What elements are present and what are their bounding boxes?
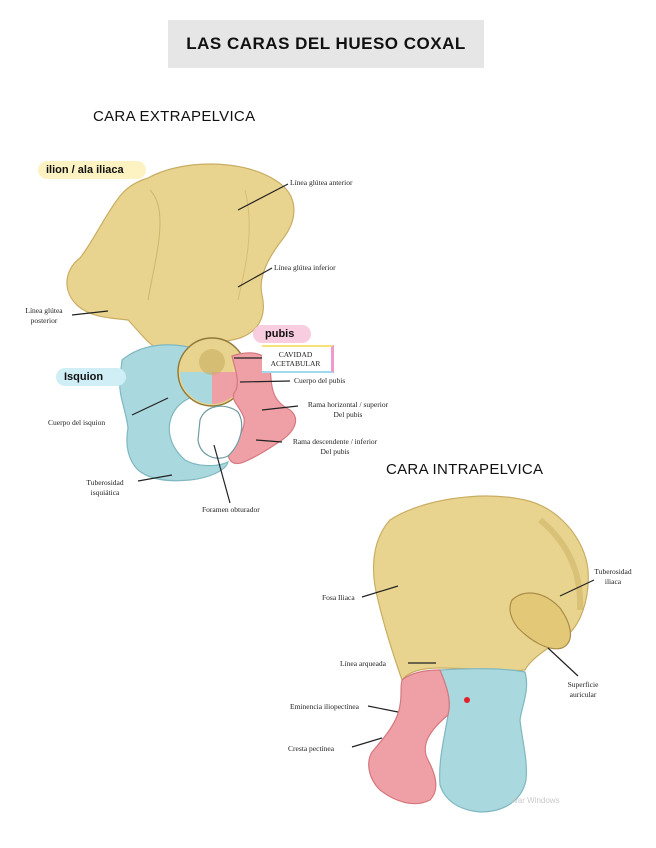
leader-line	[559, 579, 595, 597]
red-dot-marker	[464, 697, 470, 703]
label-tuberosidad-iliaca-2: iliaca	[604, 577, 622, 586]
acetabular-label-line-1: CAVIDAD	[278, 350, 313, 359]
label-tuberosidad-isquiatica-1: Tuberosidad	[86, 478, 124, 487]
label-glutea-anterior: Línea glútea anterior	[290, 178, 353, 187]
tag-isquion: Isquion	[56, 368, 126, 386]
acetabular-label-box: CAVIDAD ACETABULAR	[262, 345, 334, 373]
label-glutea-posterior-2: posterior	[30, 316, 58, 325]
leader-line	[131, 397, 169, 416]
ilium-shading-line	[147, 189, 161, 301]
label-foramen-obturador: Foramen obturador	[202, 505, 260, 514]
tag-ilion: ilion / ala iliaca	[38, 161, 146, 179]
page-title: LAS CARAS DEL HUESO COXAL	[186, 34, 466, 53]
intrapelvic-leader-lines	[351, 579, 595, 748]
intrapelvic-ilium	[372, 495, 589, 682]
label-glutea-posterior-1: Línea glútea	[25, 306, 63, 315]
leader-line	[547, 647, 579, 677]
auricular-surface	[509, 592, 571, 650]
leader-line	[351, 737, 383, 748]
acetabular-label-line-2: ACETABULAR	[270, 359, 321, 368]
label-superficie-auricular-2: auricular	[569, 690, 597, 699]
leader-line	[213, 444, 231, 504]
leader-line	[255, 439, 283, 443]
label-superficie-auricular-1: Superficie	[567, 680, 599, 689]
label-cuerpo-pubis: Cuerpo del pubis	[294, 376, 346, 385]
acetabulum-ischium-part	[180, 372, 212, 404]
ilium-shading-line	[237, 189, 250, 301]
leader-line	[361, 585, 399, 598]
intrapelvic-ischium	[439, 668, 528, 813]
leader-line	[237, 183, 289, 211]
label-cresta-pectinea: Cresta pectínea	[288, 744, 335, 753]
leader-line	[261, 405, 299, 411]
label-tuberosidad-isquiatica-2: isquiática	[90, 488, 120, 497]
extrapelvic-pubis	[227, 352, 297, 465]
acetabulum-pubis-part	[212, 372, 244, 404]
acetabular-fossa	[199, 349, 225, 375]
extrapelvic-ilium	[66, 163, 295, 353]
label-eminencia-iliopectinea: Eminencia iliopectínea	[290, 702, 359, 711]
label-tuberosidad-iliaca-1: Tuberosidad	[594, 567, 632, 576]
label-glutea-inferior: Línea glútea inferior	[274, 263, 336, 272]
intrapelvic-heading: CARA INTRAPELVICA	[386, 461, 544, 478]
label-rama-descendente-2: Del pubis	[320, 447, 350, 456]
label-cuerpo-isquion: Cuerpo del isquion	[48, 418, 106, 427]
iliac-tuberosity-texture	[538, 517, 584, 611]
watermark-text: ivar Windows	[512, 796, 560, 805]
extrapelvic-bone	[66, 163, 297, 482]
leader-line	[239, 380, 291, 383]
leader-line	[367, 705, 399, 713]
extrapelvic-leader-lines	[71, 183, 299, 504]
leader-line	[71, 310, 109, 316]
label-rama-horizontal-1: Rama horizontal / superior	[307, 400, 389, 409]
label-rama-horizontal-2: Del pubis	[333, 410, 363, 419]
obturator-foramen	[197, 405, 243, 459]
label-linea-arqueada: Línea arqueada	[340, 659, 387, 668]
label-fosa-iliaca: Fosa Iliaca	[322, 593, 355, 602]
intrapelvic-bone	[368, 495, 589, 813]
extrapelvic-heading: CARA EXTRAPELVICA	[93, 108, 256, 125]
leader-line	[137, 474, 173, 482]
intrapelvic-pubis	[368, 669, 450, 805]
leader-line	[237, 267, 273, 288]
tag-pubis: pubis	[253, 325, 311, 343]
title-box: LAS CARAS DEL HUESO COXAL	[168, 20, 484, 68]
label-rama-descendente-1: Rama descendente / inferior	[292, 437, 378, 446]
